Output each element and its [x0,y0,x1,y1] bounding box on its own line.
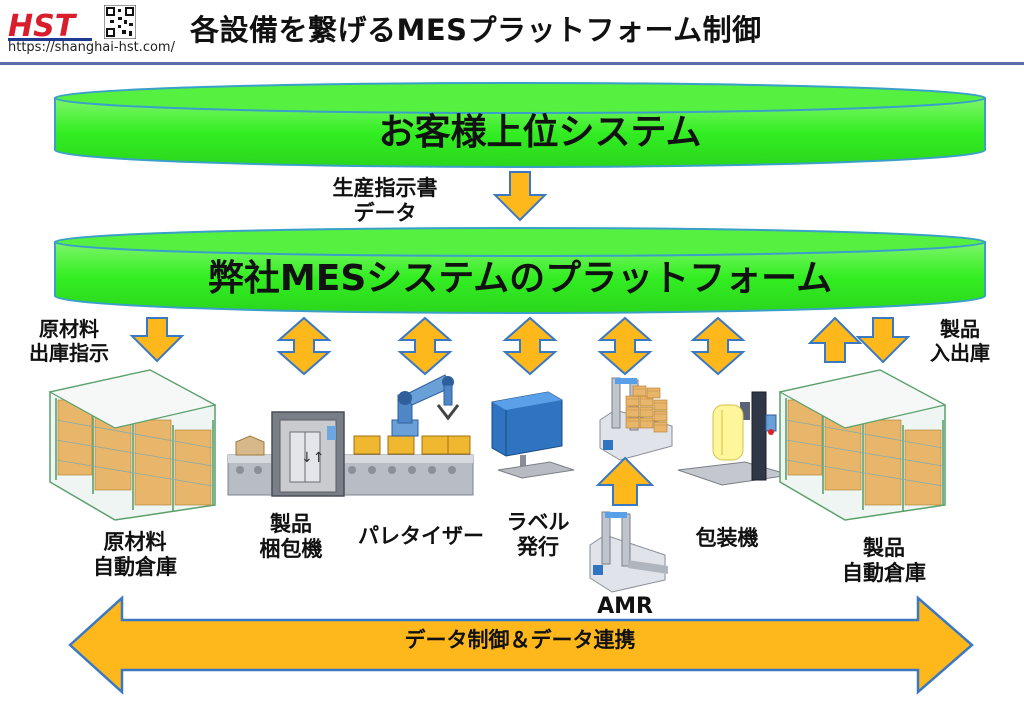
hst-logo: HST [8,9,92,42]
spec-data-line1: 生産指示書 [332,176,438,200]
label-printer-line2: 発行 [517,534,559,559]
customer-system-disk [54,82,986,168]
double-arrow-packing [276,316,332,376]
label-printer-line1: ラベル [506,510,570,534]
raw-material-down-arrow [129,317,185,363]
qr-code-icon [104,5,136,39]
product-warehouse-label: 製品 自動倉庫 [814,536,954,586]
product-warehouse-icon [778,369,947,521]
page-title: 各設備を繋げるMESプラットフォーム制御 [190,13,762,47]
raw-out-line2: 出庫指示 [29,340,109,365]
spec-data-label: 生産指示書 データ [330,176,440,226]
mes-platform-disk [54,227,986,314]
label-printer-icon [491,391,575,479]
header-divider [0,62,1024,65]
raw-warehouse-label: 原材料 自動倉庫 [70,530,200,580]
double-arrow-wrapping [690,316,746,376]
spec-data-line2: データ [353,200,417,225]
raw-out-label: 原材料 出庫指示 [14,317,124,365]
palletizer-line1: パレタイザー [358,524,484,548]
product-inout-line2: 入出庫 [930,340,990,365]
amr-label: AMR [590,594,660,620]
packing-line2: 梱包機 [259,536,323,561]
double-arrow-palletizer [397,316,453,376]
packing-line1: 製品 [270,512,312,536]
product-inout-line1: 製品 [940,317,980,341]
palletizer-robot-icon [391,374,460,437]
mes-platform-label: 弊社MESシステムのプラットフォーム [207,258,833,299]
product-inout-label: 製品 入出庫 [900,317,1020,365]
raw-out-line1: 原材料 [39,317,99,341]
customer-system-label: お客様上位システム [378,112,702,153]
amr-empty-icon [589,511,668,593]
packing-label: 製品 梱包機 [246,512,336,562]
wrapping-label: 包装機 [672,526,782,551]
packing-machine-icon: ↓↑ [271,411,345,497]
palletizer-label: パレタイザー [346,524,496,549]
label-printer-label: ラベル 発行 [488,510,588,560]
double-arrow-amr [597,316,653,376]
site-url[interactable]: https://shanghai-hst.com/ [8,40,175,55]
conveyor-icon [227,435,474,496]
svg-text:↓↑: ↓↑ [301,450,324,466]
amr-with-load-icon [599,377,673,461]
raw-warehouse-line1: 原材料 [103,530,167,554]
double-arrow-label [502,316,558,376]
product-up-arrow [807,316,863,363]
product-down-arrow [855,317,911,364]
wrapping-line1: 包装機 [695,526,759,550]
raw-material-warehouse-icon [48,369,217,521]
data-control-label: データ制御＆データ連携 [404,628,636,652]
product-warehouse-line1: 製品 [863,536,905,560]
wrapping-machine-icon [677,391,791,486]
raw-warehouse-line2: 自動倉庫 [93,554,177,579]
svg-text:HST: HST [8,9,78,42]
amr-line1: AMR [597,594,653,619]
amr-up-arrow [595,456,655,506]
product-warehouse-line2: 自動倉庫 [842,560,926,585]
spec-data-down-arrow [492,171,548,222]
bottom-double-arrow [68,595,974,695]
